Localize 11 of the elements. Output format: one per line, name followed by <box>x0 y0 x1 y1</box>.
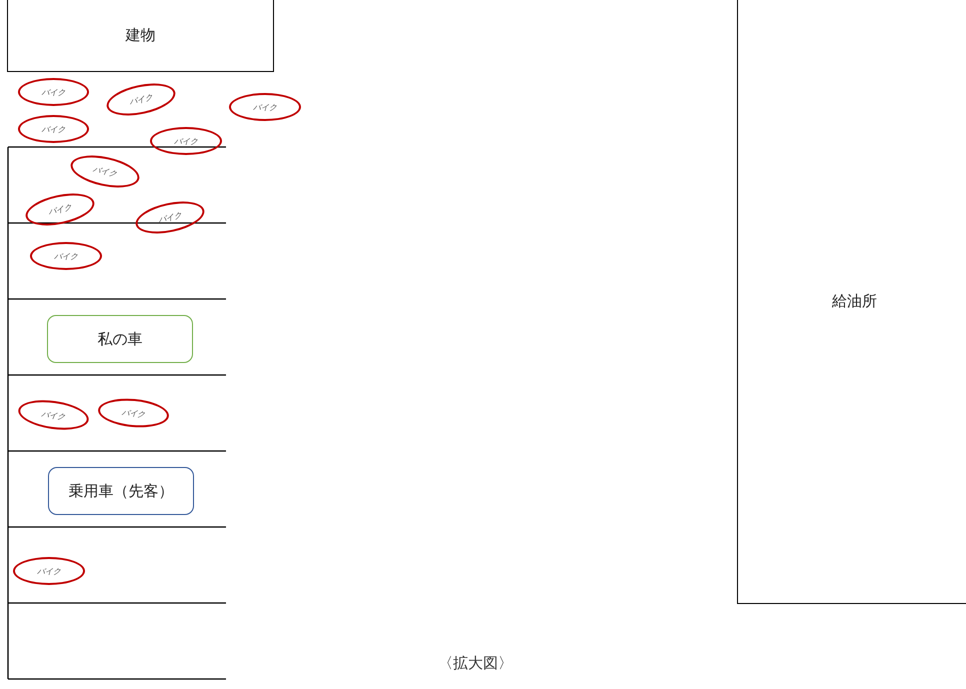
figure-caption: 〈拡大図〉 <box>438 654 513 673</box>
motorcycle-ellipse: バイク <box>30 242 102 270</box>
motorcycle-ellipse: バイク <box>18 115 89 143</box>
gas-station-box: 給油所 <box>737 0 966 604</box>
motorcycle-ellipse: バイク <box>229 93 301 121</box>
motorcycle-ellipse: バイク <box>13 557 85 585</box>
motorcycle-ellipse: バイク <box>18 78 89 106</box>
car-box: 私の車 <box>47 315 193 363</box>
car-box: 乗用車（先客） <box>48 467 194 515</box>
building-box: 建物 <box>7 0 274 72</box>
motorcycle-ellipse: バイク <box>150 127 222 155</box>
